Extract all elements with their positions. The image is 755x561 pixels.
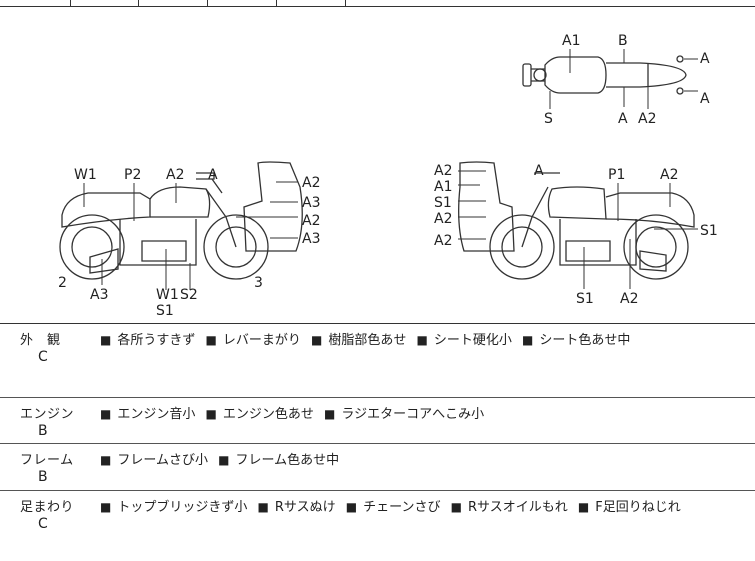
label-w1-left-2: W1 — [156, 287, 179, 303]
label-a-top-1: A — [700, 51, 710, 67]
label-b-top: B — [618, 33, 628, 49]
issue-item: フレームさび小 — [100, 453, 208, 468]
issue-item: ラジエターコアへこみ小 — [324, 407, 484, 422]
grade-value: C — [38, 516, 48, 532]
condition-row-engine: エンジン B エンジン音小 エンジン色あせ ラジエターコアへこみ小 — [0, 398, 755, 444]
issue-item: シート色あせ中 — [522, 333, 630, 348]
issue-item: フレーム色あせ中 — [218, 453, 339, 468]
label-a1-right: A1 — [434, 179, 452, 195]
label-a3-left-3: A3 — [90, 287, 108, 303]
label-a2-left-2: A2 — [302, 175, 320, 191]
condition-row-exterior: 外 観 C 各所うすきず レバーまがり 樹脂部色あせ シート硬化小 シート色あせ… — [0, 324, 755, 398]
label-a2-top: A2 — [638, 111, 656, 127]
condition-row-frame: フレーム B フレームさび小 フレーム色あせ中 — [0, 444, 755, 491]
top-table-edge — [0, 0, 755, 7]
right-side-motorcycle — [458, 161, 695, 280]
category-label: フレーム — [20, 453, 74, 468]
label-s-top: S — [544, 111, 553, 127]
issue-item: レバーまがり — [206, 333, 301, 348]
label-a3-left-1: A3 — [302, 195, 320, 211]
issue-item: Rサスオイルもれ — [451, 500, 568, 515]
issue-item: Rサスぬけ — [258, 500, 336, 515]
label-w1-left: W1 — [74, 167, 97, 183]
label-a-right: A — [534, 163, 544, 179]
label-s1-right-1: S1 — [434, 195, 452, 211]
category-label: 外 観 — [20, 333, 61, 348]
issue-list: エンジン音小 エンジン色あせ ラジエターコアへこみ小 — [100, 403, 490, 422]
label-a2-right-4: A2 — [660, 167, 678, 183]
grade-value: C — [38, 349, 48, 365]
label-s1-right-3: S1 — [576, 291, 594, 307]
top-view-labels: A1 B A A S A A2 — [544, 33, 710, 127]
issue-item: エンジン色あせ — [206, 407, 314, 422]
label-p2-left: P2 — [124, 167, 141, 183]
label-s1-right-2: S1 — [700, 223, 718, 239]
motorcycle-diagram-svg: A1 B A A S A A2 W1 P2 A2 A A2 A3 A2 A3 2… — [58, 33, 718, 319]
label-a2-right-5: A2 — [620, 291, 638, 307]
label-a-left: A — [208, 167, 218, 183]
grade-value: B — [38, 423, 48, 439]
issue-list: 各所うすきず レバーまがり 樹脂部色あせ シート硬化小 シート色あせ中 — [100, 329, 636, 348]
label-a3-left-2: A3 — [302, 231, 320, 247]
label-a2-right-3: A2 — [434, 233, 452, 249]
issue-item: シート硬化小 — [417, 333, 512, 348]
label-s1-left: S1 — [156, 303, 174, 319]
label-a-top-3: A — [618, 111, 628, 127]
condition-row-suspension: 足まわり C トップブリッジきず小 Rサスぬけ チェーンさび Rサスオイルもれ … — [0, 491, 755, 561]
issue-item: トップブリッジきず小 — [100, 500, 247, 515]
label-3-left: 3 — [254, 275, 263, 291]
left-view-labels: W1 P2 A2 A A2 A3 A2 A3 2 A3 W1 S1 S2 3 — [58, 167, 320, 319]
issue-item: チェーンさび — [346, 500, 441, 515]
category-label: 足まわり — [20, 500, 75, 515]
category-label: エンジン — [20, 407, 75, 422]
issue-item: 樹脂部色あせ — [311, 333, 406, 348]
damage-diagram: A1 B A A S A A2 W1 P2 A2 A A2 A3 A2 A3 2… — [0, 7, 755, 324]
label-2-left: 2 — [58, 275, 67, 291]
label-a-top-2: A — [700, 91, 710, 107]
grade-value: B — [38, 469, 48, 485]
label-a1-top: A1 — [562, 33, 580, 49]
label-a2-right-1: A2 — [434, 163, 452, 179]
label-a2-right-2: A2 — [434, 211, 452, 227]
issue-list: トップブリッジきず小 Rサスぬけ チェーンさび Rサスオイルもれ F足回りねじれ — [100, 496, 687, 515]
issue-item: エンジン音小 — [100, 407, 195, 422]
label-a2-left-1: A2 — [166, 167, 184, 183]
issue-list: フレームさび小 フレーム色あせ中 — [100, 449, 345, 468]
leader-lines — [83, 49, 698, 290]
issue-item: 各所うすきず — [100, 333, 195, 348]
label-a2-left-3: A2 — [302, 213, 320, 229]
issue-item: F足回りねじれ — [578, 500, 681, 515]
right-view-labels: A2 A1 S1 A2 A2 A P1 A2 S1 S1 A2 — [434, 163, 718, 307]
label-s2-left: S2 — [180, 287, 198, 303]
label-p1-right: P1 — [608, 167, 625, 183]
top-view-motorcycle — [522, 55, 687, 95]
